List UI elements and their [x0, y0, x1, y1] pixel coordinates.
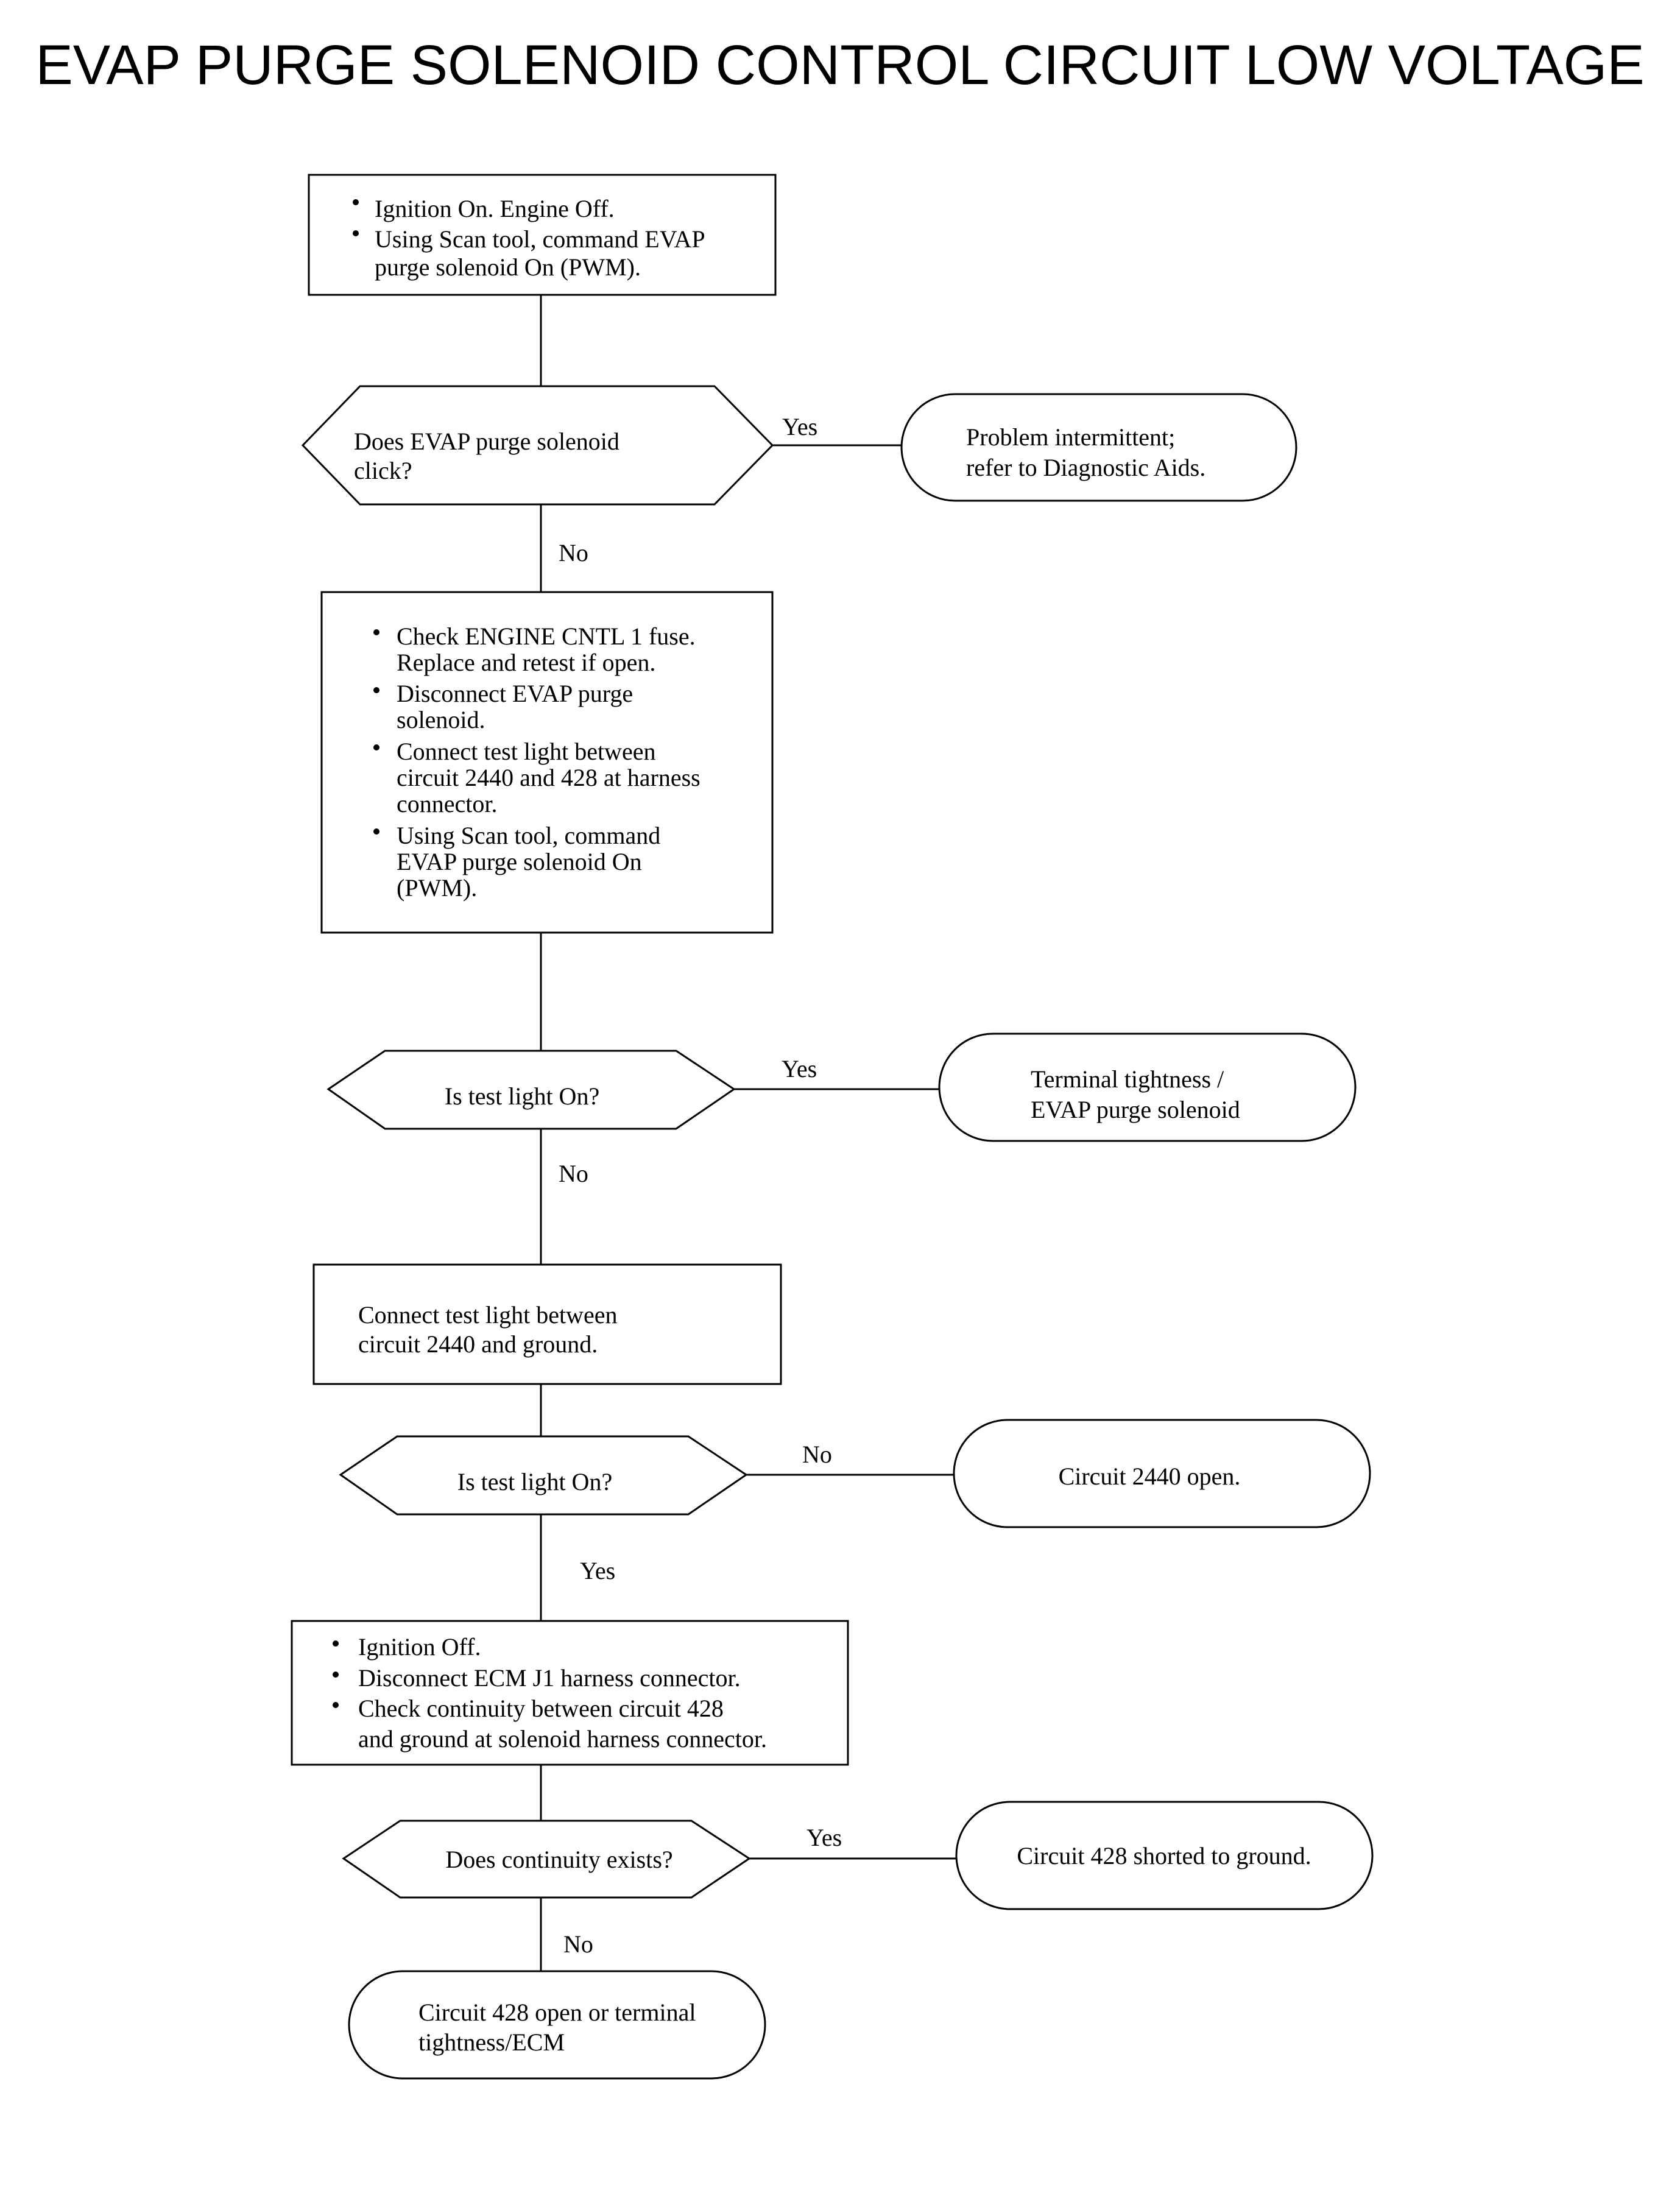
step1-line: purge solenoid On (PWM).: [375, 253, 641, 281]
step2-line: Connect test light between: [397, 738, 655, 765]
bullet-icon: [333, 1640, 339, 1647]
step3-box: Connect test light between circuit 2440 …: [312, 1263, 782, 1385]
step3-line: circuit 2440 and ground.: [358, 1330, 598, 1358]
page-title: EVAP PURGE SOLENOID CONTROL CIRCUIT LOW …: [35, 34, 1644, 96]
decision1-yes-label: Yes: [782, 413, 817, 440]
step2-line: Check ENGINE CNTL 1 fuse.: [397, 623, 696, 650]
decision4-hexagon: Does continuity exists?: [342, 1820, 751, 1899]
connectors: [540, 295, 956, 1971]
step2-line: Replace and retest if open.: [397, 649, 655, 676]
decision1-question: Does EVAP purge solenoid: [354, 428, 619, 455]
result1-text: refer to Diagnostic Aids.: [966, 454, 1205, 481]
bullet-icon: [373, 744, 379, 750]
result1-terminal: Problem intermittent; refer to Diagnosti…: [900, 393, 1297, 502]
decision3-question: Is test light On?: [457, 1468, 612, 1495]
bullet-icon: [333, 1672, 339, 1678]
decision1-no-label: No: [559, 539, 588, 567]
bullet-icon: [353, 230, 359, 236]
step4-line: and ground at solenoid harness connector…: [358, 1725, 767, 1753]
result5-text: Circuit 428 open or terminal: [418, 1999, 696, 2026]
step4-line: Disconnect ECM J1 harness connector.: [358, 1664, 741, 1692]
decision4-no-label: No: [563, 1930, 593, 1958]
decision3-yes-label: Yes: [580, 1557, 615, 1584]
step2-line: connector.: [397, 790, 498, 817]
bullet-icon: [373, 828, 379, 835]
step1-box: Ignition On. Engine Off. Using Scan tool…: [308, 174, 777, 296]
decision2-question: Is test light On?: [445, 1082, 599, 1110]
result1-text: Problem intermittent;: [966, 423, 1175, 451]
step1-line: Using Scan tool, command EVAP: [375, 225, 705, 253]
result5-terminal: Circuit 428 open or terminal tightness/E…: [348, 1970, 766, 2080]
decision4-yes-label: Yes: [806, 1824, 842, 1851]
step2-box: Check ENGINE CNTL 1 fuse. Replace and re…: [320, 591, 774, 934]
result3-text: Circuit 2440 open.: [1059, 1463, 1241, 1490]
step2-line: EVAP purge solenoid On: [397, 848, 642, 875]
decision3-no-label: No: [802, 1441, 832, 1468]
step2-line: circuit 2440 and 428 at harness: [397, 764, 701, 791]
step2-line: Disconnect EVAP purge: [397, 680, 633, 707]
result2-text: EVAP purge solenoid: [1031, 1096, 1240, 1123]
decision2-no-label: No: [559, 1160, 588, 1187]
decision3-hexagon: Is test light On?: [339, 1435, 748, 1516]
step4-line: Ignition Off.: [358, 1633, 481, 1661]
step4-box: Ignition Off. Disconnect ECM J1 harness …: [291, 1620, 849, 1766]
bullet-icon: [353, 199, 359, 205]
decision4-question: Does continuity exists?: [445, 1846, 672, 1873]
step3-line: Connect test light between: [358, 1301, 617, 1329]
decision1-hexagon: Does EVAP purge solenoid click?: [301, 385, 774, 506]
step4-line: Check continuity between circuit 428: [358, 1695, 724, 1722]
step2-line: solenoid.: [397, 706, 485, 733]
step2-line: (PWM).: [397, 874, 477, 902]
result5-text: tightness/ECM: [418, 2028, 565, 2056]
result2-terminal: Terminal tightness / EVAP purge solenoid: [938, 1033, 1357, 1142]
result2-text: Terminal tightness /: [1031, 1065, 1224, 1093]
bullet-icon: [373, 687, 379, 693]
bullet-icon: [373, 629, 379, 635]
bullet-icon: [333, 1702, 339, 1708]
step2-line: Using Scan tool, command: [397, 822, 660, 849]
decision2-yes-label: Yes: [782, 1055, 817, 1082]
decision1-question: click?: [354, 457, 412, 484]
step1-line: Ignition On. Engine Off.: [375, 195, 615, 222]
result3-terminal: Circuit 2440 open.: [953, 1419, 1371, 1528]
decision2-hexagon: Is test light On?: [326, 1050, 736, 1130]
result4-terminal: Circuit 428 shorted to ground.: [955, 1801, 1374, 1910]
result4-text: Circuit 428 shorted to ground.: [1017, 1842, 1311, 1869]
